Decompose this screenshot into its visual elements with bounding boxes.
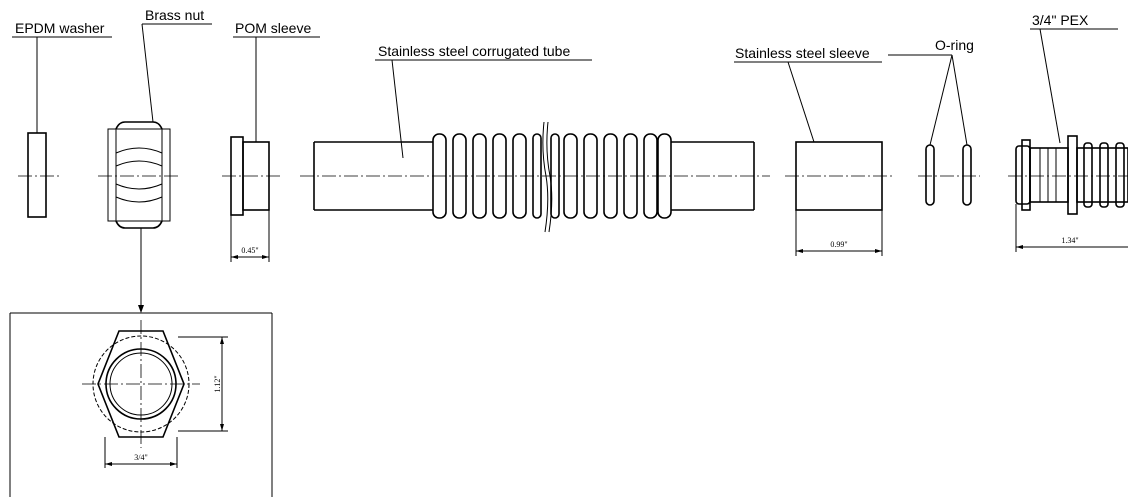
- nut-detail-view: 1.12" 3/4": [9, 312, 273, 497]
- pom-sleeve-part: 0.45": [222, 136, 282, 262]
- pex-callout: 3/4" PEX: [1030, 12, 1118, 144]
- steel-sleeve-part: 0.99": [785, 141, 895, 256]
- pom-sleeve-dimension: 0.45": [241, 246, 258, 255]
- corrugated-tube-part: [300, 121, 770, 233]
- pex-fitting-part: 1.34": [1008, 135, 1128, 252]
- epdm-washer-part: [18, 132, 60, 218]
- o-ring-label: O-ring: [935, 37, 974, 53]
- brass-nut-callout: Brass nut: [141, 7, 212, 123]
- steel-sleeve-callout: Stainless steel sleeve: [734, 45, 882, 143]
- o-ring-part: [918, 144, 980, 206]
- steel-sleeve-dimension: 0.99": [830, 240, 847, 249]
- pom-sleeve-callout: POM sleeve: [233, 20, 320, 142]
- nut-height-dimension: 1.12": [213, 375, 222, 392]
- brass-nut-label: Brass nut: [145, 7, 204, 23]
- corrugated-tube-callout: Stainless steel corrugated tube: [375, 43, 592, 159]
- pom-sleeve-label: POM sleeve: [235, 20, 311, 36]
- epdm-washer-label: EPDM washer: [15, 20, 105, 36]
- detail-view-arrow: [138, 228, 144, 313]
- o-ring-callout: O-ring: [888, 37, 974, 146]
- pex-dimension: 1.34": [1061, 236, 1078, 245]
- nut-width-dimension: 3/4": [134, 453, 148, 462]
- corrugated-tube-label: Stainless steel corrugated tube: [378, 43, 570, 59]
- epdm-washer-callout: EPDM washer: [12, 20, 112, 133]
- steel-sleeve-label: Stainless steel sleeve: [735, 45, 870, 61]
- brass-nut-part: [98, 121, 180, 229]
- pex-label: 3/4" PEX: [1032, 12, 1089, 28]
